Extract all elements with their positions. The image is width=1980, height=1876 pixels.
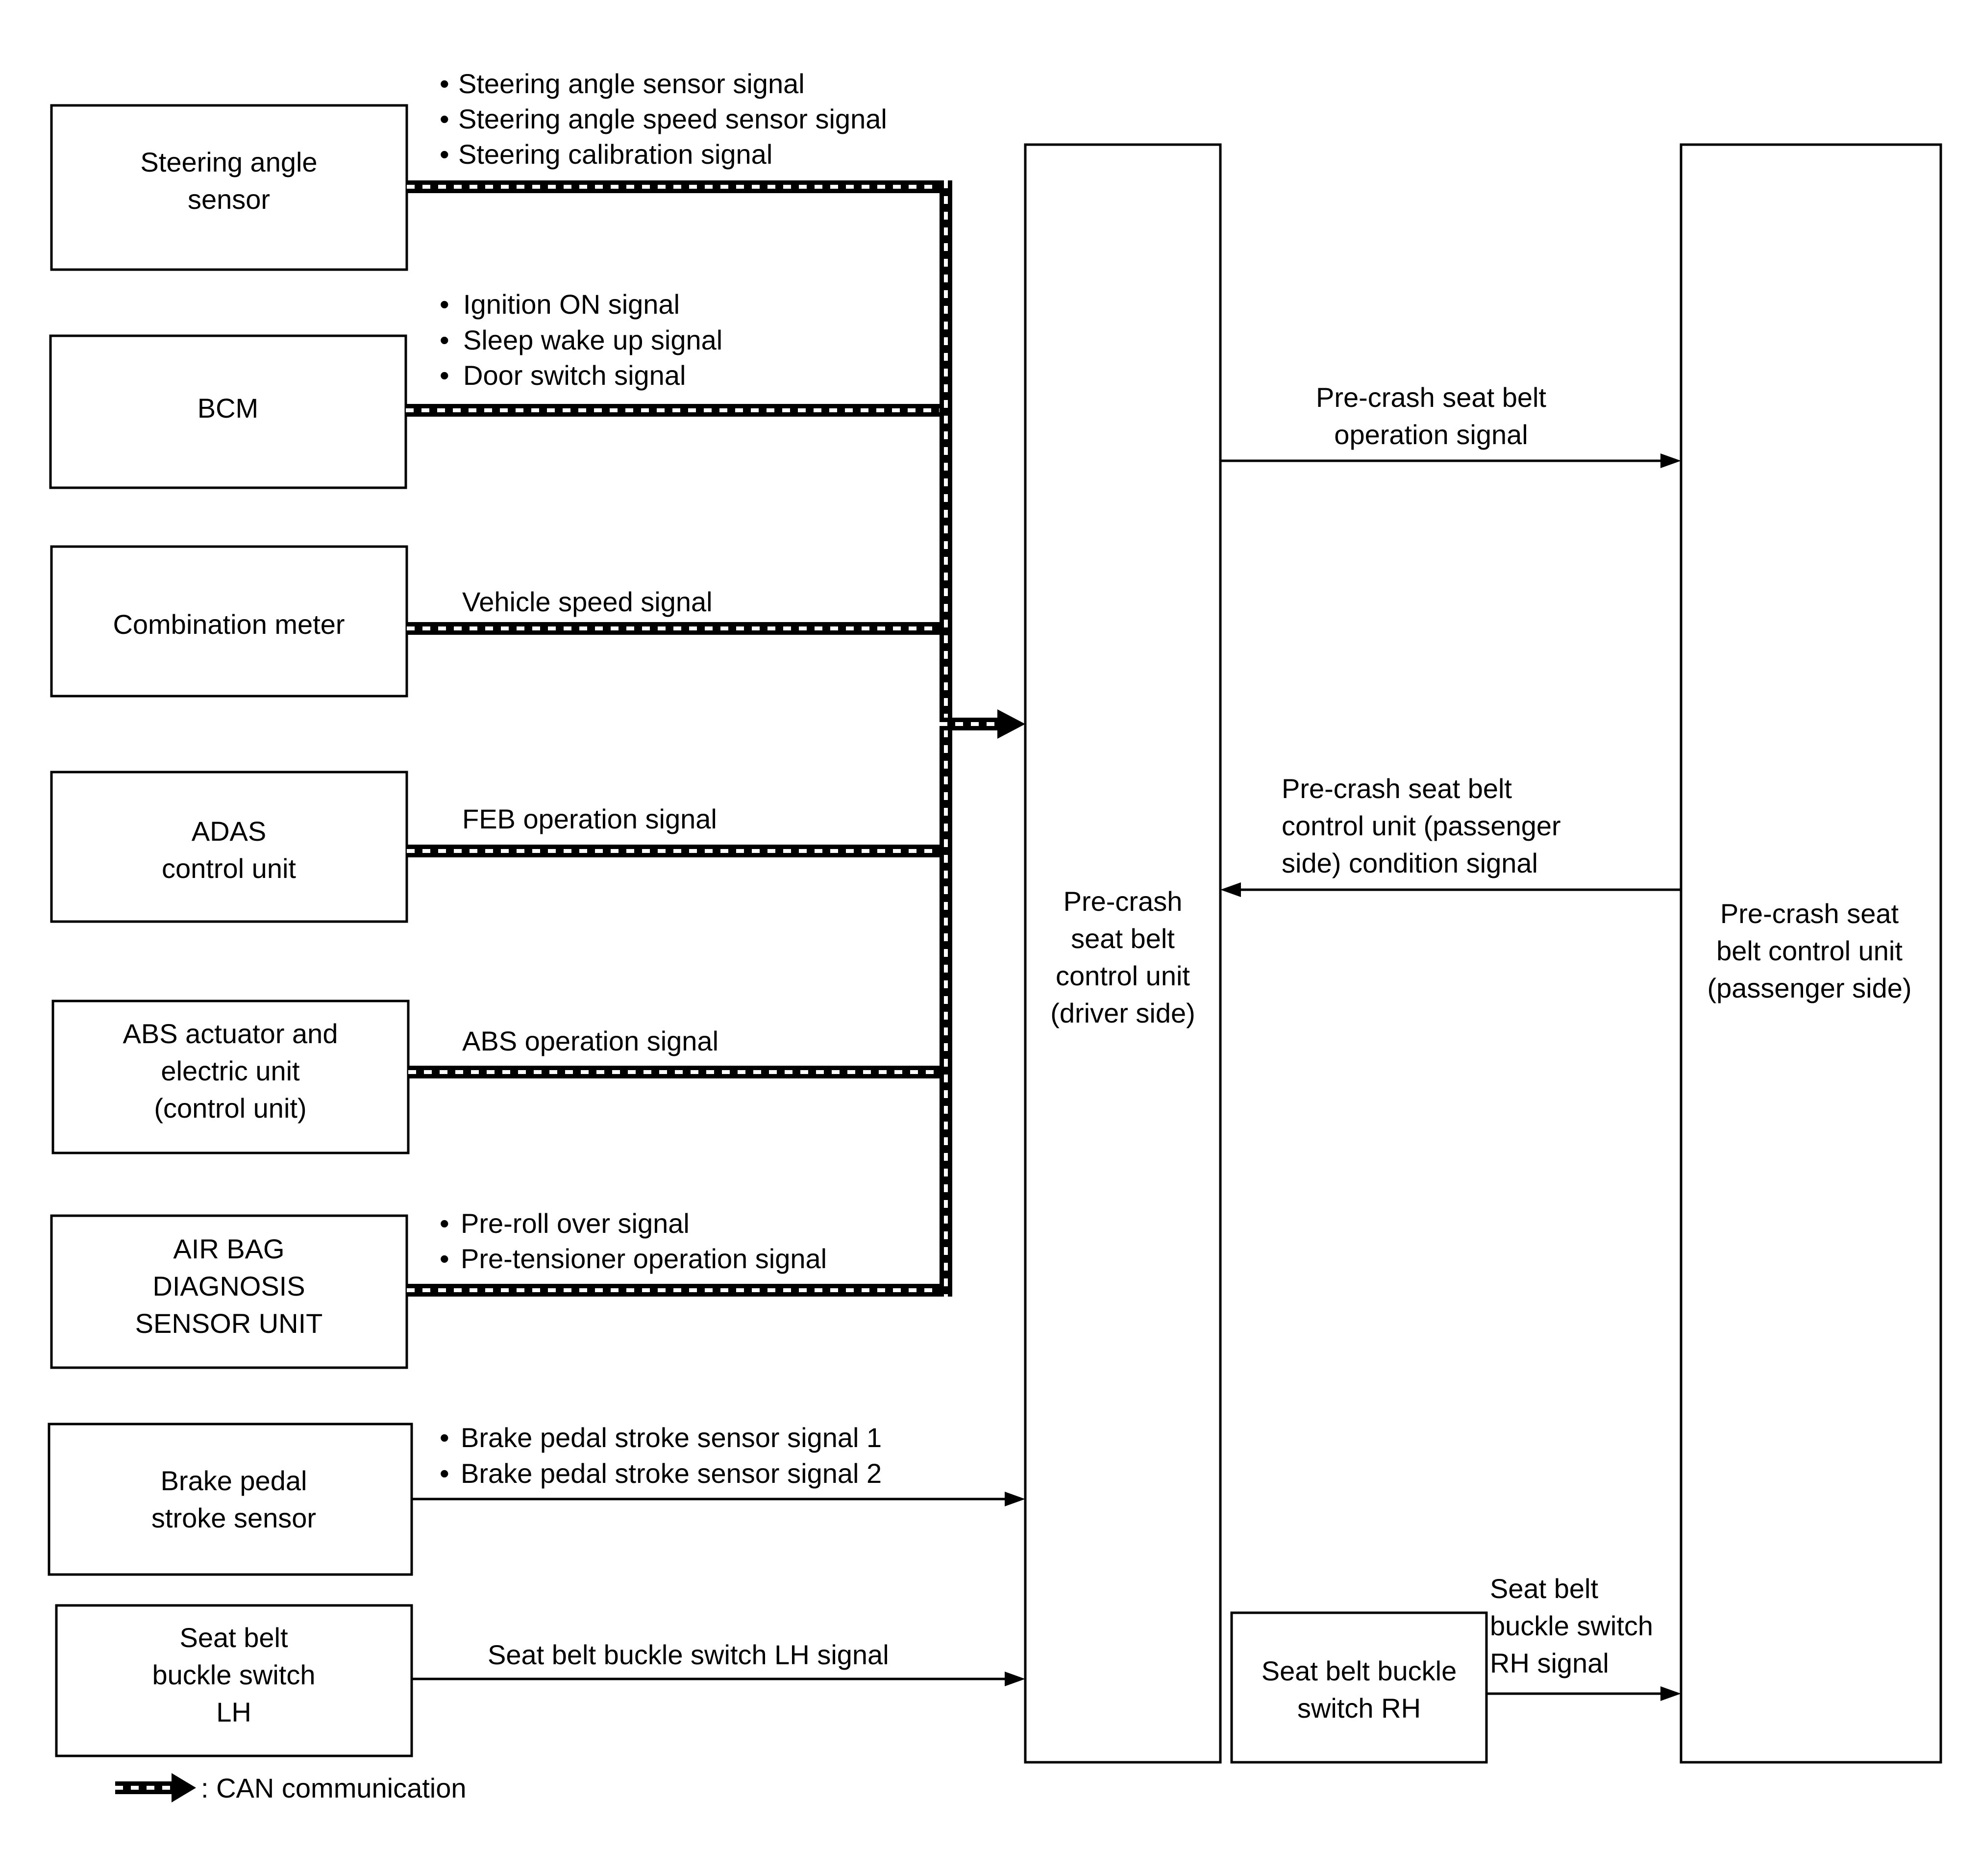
svg-text:Seat belt: Seat belt [1490,1573,1598,1604]
svg-text:buckle switch: buckle switch [152,1659,315,1690]
svg-text:Pre-roll over signal: Pre-roll over signal [461,1208,690,1239]
svg-text:Steering angle speed sensor si: Steering angle speed sensor signal [458,103,887,134]
svg-text:(driver side): (driver side) [1050,998,1195,1028]
svg-text:Pre-crash: Pre-crash [1064,886,1183,917]
svg-text:buckle switch: buckle switch [1490,1610,1653,1641]
legend-can-arrow-icon [172,1773,196,1802]
control-unit-passenger-side-box: Pre-crash seat belt control unit (passen… [1680,143,1942,1764]
svg-text:Combination meter: Combination meter [113,609,345,640]
svg-text:control unit: control unit [162,853,296,884]
svg-text:Pre-crash seat belt: Pre-crash seat belt [1316,382,1546,413]
svg-text:RH signal: RH signal [1490,1648,1609,1678]
svg-text:•: • [440,68,449,99]
signal-wires [412,453,1681,1701]
airbag-signal-list: • Pre-roll over signal • Pre-tensioner o… [440,1208,827,1274]
svg-text:Door switch signal: Door switch signal [463,360,686,391]
svg-text:•: • [440,1458,449,1489]
svg-text:SENSOR UNIT: SENSOR UNIT [135,1308,323,1339]
svg-text:•: • [440,1208,449,1239]
svg-text:Steering calibration signal: Steering calibration signal [458,139,772,170]
control-unit-driver-side-box: Pre-crash seat belt control unit (driver… [1024,143,1222,1764]
svg-text:•: • [440,360,449,391]
svg-text:•: • [440,289,449,320]
svg-text:operation signal: operation signal [1334,419,1528,450]
abs-operation-signal-label: ABS operation signal [462,1026,718,1056]
svg-text:side) condition signal: side) condition signal [1282,848,1538,878]
svg-text:Seat belt buckle: Seat belt buckle [1262,1655,1457,1686]
svg-text:•: • [440,1243,449,1274]
operation-signal-label: Pre-crash seat belt operation signal [1316,382,1546,450]
svg-text:Ignition ON signal: Ignition ON signal [463,289,680,320]
svg-text:(passenger side): (passenger side) [1707,973,1911,1003]
svg-text:Brake pedal stroke sensor sign: Brake pedal stroke sensor signal 2 [461,1458,882,1489]
feb-operation-signal-label: FEB operation signal [462,803,717,834]
svg-text:(control unit): (control unit) [154,1093,306,1124]
can-bus [406,180,1025,1297]
svg-text:Steering angle: Steering angle [140,147,317,177]
vehicle-speed-signal-label: Vehicle speed signal [462,586,713,617]
combination-meter-box: Combination meter [50,545,408,698]
legend-label: : CAN communication [201,1773,467,1803]
svg-text:•: • [440,325,449,355]
condition-signal-label: Pre-crash seat belt control unit (passen… [1282,773,1561,878]
svg-text:Pre-tensioner operation signal: Pre-tensioner operation signal [461,1243,827,1274]
bcm-signal-list: • Ignition ON signal • Sleep wake up sig… [440,289,722,391]
bcm-box: BCM [49,334,407,489]
abs-actuator-box: ABS actuator and electric unit (control … [51,1000,410,1154]
seat-belt-buckle-switch-lh-box: Seat belt buckle switch LH [55,1604,413,1757]
svg-text:electric unit: electric unit [161,1055,300,1086]
svg-text:Brake pedal stroke sensor sign: Brake pedal stroke sensor signal 1 [461,1422,882,1453]
svg-text:DIAGNOSIS: DIAGNOSIS [152,1271,305,1301]
svg-text:ABS actuator and: ABS actuator and [123,1018,338,1049]
svg-text:Sleep wake up signal: Sleep wake up signal [463,325,722,355]
buckle-switch-rh-signal-label: Seat belt buckle switch RH signal [1490,1573,1653,1678]
seat-belt-buckle-switch-rh-box: Seat belt buckle switch RH [1230,1611,1488,1764]
can-arrow-head [997,709,1025,739]
svg-text:•: • [440,1422,449,1453]
svg-text:seat belt: seat belt [1071,923,1175,954]
buckle-switch-lh-signal-label: Seat belt buckle switch LH signal [488,1639,889,1670]
svg-text:•: • [440,139,449,170]
svg-text:belt control unit: belt control unit [1716,935,1903,966]
svg-text:Pre-crash seat belt: Pre-crash seat belt [1282,773,1512,804]
svg-text:control unit (passenger: control unit (passenger [1282,810,1561,841]
air-bag-diagnosis-sensor-unit-box: AIR BAG DIAGNOSIS SENSOR UNIT [50,1214,408,1369]
legend: : CAN communication [115,1773,467,1803]
svg-text:AIR BAG: AIR BAG [173,1233,284,1264]
svg-text:•: • [440,103,449,134]
svg-text:BCM: BCM [198,393,258,424]
svg-text:LH: LH [216,1697,251,1727]
brake-signal-list: • Brake pedal stroke sensor signal 1 • B… [440,1422,882,1489]
svg-text:Steering angle sensor signal: Steering angle sensor signal [458,68,805,99]
steering-signal-list: • Steering angle sensor signal • Steerin… [440,68,887,170]
svg-text:Brake pedal: Brake pedal [161,1465,307,1496]
svg-text:control unit: control unit [1056,960,1190,991]
svg-text:Seat belt: Seat belt [179,1622,288,1653]
svg-text:ADAS: ADAS [192,816,267,847]
svg-text:sensor: sensor [188,184,270,215]
svg-text:Pre-crash seat: Pre-crash seat [1720,898,1899,929]
svg-text:switch RH: switch RH [1297,1693,1421,1724]
svg-text:stroke sensor: stroke sensor [151,1502,316,1533]
steering-angle-sensor-box: Steering angle sensor [50,104,408,271]
adas-control-unit-box: ADAS control unit [50,771,408,923]
brake-pedal-stroke-sensor-box: Brake pedal stroke sensor [48,1423,413,1576]
